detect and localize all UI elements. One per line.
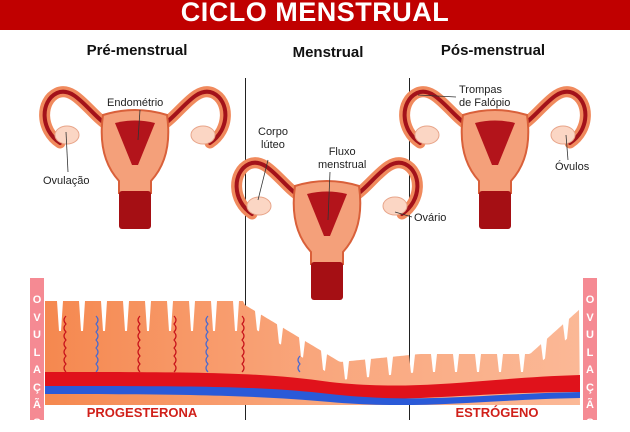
uterus-pre-menstrual: [45, 92, 226, 229]
label-leaders: [65, 94, 569, 221]
spiral-artery: [173, 315, 177, 373]
title-banner: CICLO MENSTRUAL: [0, 0, 630, 30]
label-camada-endometrial: Camada endometrial: [266, 405, 388, 420]
vein-band: [45, 386, 580, 406]
label-ovario: Ovário: [414, 212, 447, 224]
spiral-artery: [297, 355, 301, 373]
divider-right: [409, 78, 410, 420]
phase-menstrual: Menstrual: [292, 44, 364, 61]
uterus-menstrual: [237, 163, 418, 300]
label-estrogeno: ESTRÓGENO: [455, 405, 539, 420]
phase-pre-menstrual: Pré-menstrual: [86, 42, 188, 59]
label-ovulos: Óvulos: [555, 161, 590, 173]
spiral-artery: [63, 315, 67, 373]
divider-left: [245, 78, 246, 420]
label-ovulacao: Ovulação: [43, 175, 90, 187]
label-progesterona: PROGESTERONA: [86, 405, 198, 420]
artery-band: [45, 372, 580, 399]
phase-pos-menstrual: Pós-menstrual: [440, 42, 546, 59]
spiral-artery: [205, 315, 209, 373]
spiral-artery: [95, 315, 99, 373]
diagram-canvas: [0, 0, 630, 406]
label-endometrio: Endométrio: [107, 97, 164, 109]
spiral-artery: [137, 315, 141, 373]
spiral-artery: [241, 315, 245, 373]
blood-vessels: [63, 315, 301, 373]
